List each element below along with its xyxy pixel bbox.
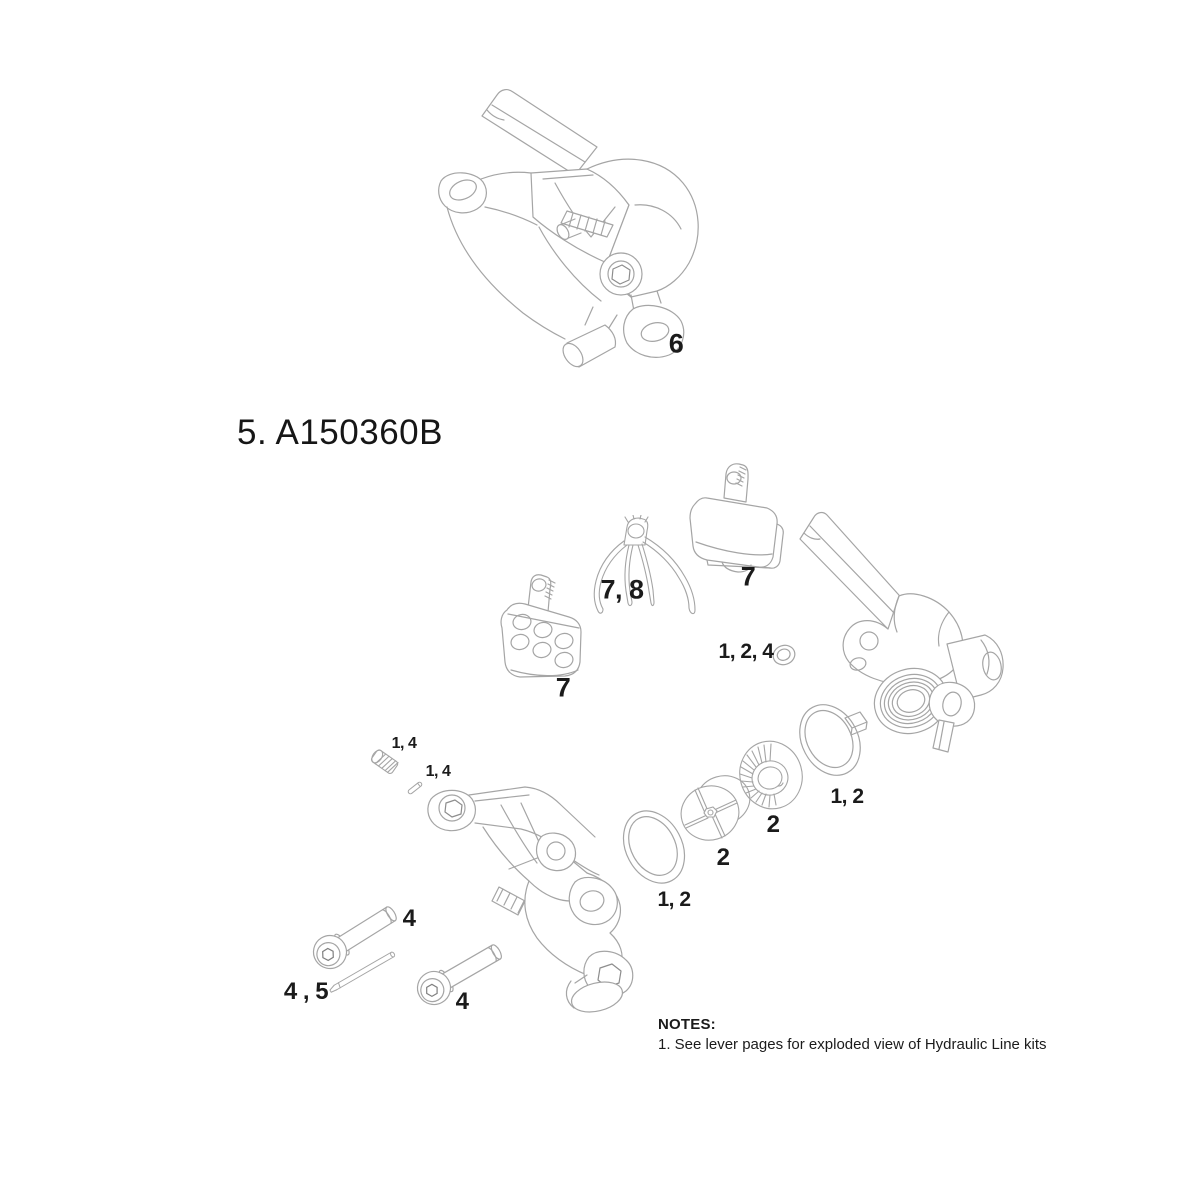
caliper-assembly-mount-ear-left	[439, 172, 565, 339]
caliper-half-left-beam	[469, 787, 595, 881]
callout-piston-oring-left: 1, 2	[657, 888, 691, 911]
caliper-half-right-hose-tube	[800, 513, 907, 629]
caliper-half-right-drawing	[795, 492, 1020, 767]
caliper-assembly-mount-ear-bottom	[624, 291, 684, 357]
callout-caliper-bolt-lower: 4	[455, 988, 469, 1015]
caliper-half-left-pad-tab	[492, 887, 525, 915]
piston-oring-left-drawing	[618, 805, 690, 889]
caliper-half-right-pad-tab	[845, 712, 867, 735]
caliper-half-left-boss-middle	[569, 877, 617, 924]
callout-brake-pad-right: 7	[740, 561, 756, 592]
page-title: 5. A150360B	[237, 413, 443, 452]
brake-pad-right-drawing	[688, 462, 828, 584]
bore-oring-small	[770, 642, 797, 667]
piston-oring-left	[618, 805, 690, 889]
brake-pad-left-drawing	[495, 570, 615, 705]
callout-caliper-bolt-upper: 4	[402, 905, 416, 932]
pad-spring-clip-tab	[624, 515, 648, 545]
bleed-screw-drawing	[368, 744, 402, 778]
brake-pad-right-plate	[690, 498, 783, 572]
caliper-assembly-hose-tube	[482, 90, 597, 175]
pad-spring-clip-leg-left	[594, 541, 627, 613]
caliper-half-left-mount-ear-top	[428, 790, 476, 830]
piston-oring-right-drawing	[796, 701, 866, 781]
callout-brake-pad-left: 7	[555, 672, 571, 703]
caliper-bolt-lower	[411, 937, 507, 1011]
piston-oring-right	[796, 701, 866, 781]
dowel-pin	[407, 781, 422, 794]
dowel-pin-drawing	[404, 776, 426, 800]
caliper-bolt-upper-drawing	[303, 895, 411, 973]
brake-pad-left-plate	[501, 603, 581, 677]
caliper-half-left-boss-upper	[537, 833, 576, 871]
caliper-half-right-piston-housing	[947, 635, 1004, 700]
caliper-half-left-drawing	[425, 775, 670, 1020]
notes-item: 1. See lever pages for exploded view of …	[658, 1036, 1047, 1053]
caliper-assembly-drawing	[435, 85, 735, 380]
caliper-assembly-boss-hex	[600, 253, 642, 295]
caliper-half-left-foot	[566, 975, 625, 1017]
brake-pad-left-tab	[528, 575, 555, 612]
brake-pad-right-tab	[724, 464, 748, 502]
callout-pad-spring-clip: 7, 8	[600, 574, 644, 605]
pad-spring-clip-drawing	[588, 515, 710, 627]
callout-bleed-screw: 1, 4	[391, 735, 417, 752]
caliper-assembly-hose-clamp	[555, 211, 613, 241]
callout-piston-smooth: 2	[716, 844, 730, 871]
callout-caliper-assembly: 6	[668, 328, 684, 359]
caliper-half-right-mount-ear	[929, 682, 974, 752]
notes-heading: NOTES:	[658, 1016, 716, 1033]
piston-smooth	[679, 770, 755, 847]
caliper-bolt-upper	[307, 898, 403, 973]
pad-spring-clip-leg-inner-right	[638, 544, 654, 606]
bore-oring-small-drawing	[770, 641, 800, 669]
notes-block: NOTES: 1. See lever pages for exploded v…	[658, 1016, 1047, 1053]
pad-pin-drawing	[323, 938, 405, 996]
pad-spring-clip-leg-inner-left	[625, 545, 633, 606]
callout-dowel-pin: 1, 4	[425, 763, 451, 780]
caliper-bolt-lower-drawing	[403, 937, 515, 1013]
pad-pin	[329, 951, 396, 992]
pad-spring-clip-leg-right	[643, 537, 695, 614]
bleed-screw	[370, 748, 399, 774]
callout-bore-oring-small: 1, 2, 4	[718, 640, 774, 663]
callout-piston-ribbed: 2	[766, 811, 780, 838]
caliper-half-right-body	[843, 594, 963, 685]
callout-piston-oring-right: 1, 2	[830, 785, 864, 808]
piston-smooth-drawing	[679, 770, 755, 850]
piston-ribbed-drawing	[738, 738, 806, 814]
piston-ribbed	[738, 738, 806, 814]
caliper-assembly-foot	[559, 307, 617, 370]
callout-pad-pin: 4 , 5	[283, 978, 329, 1005]
